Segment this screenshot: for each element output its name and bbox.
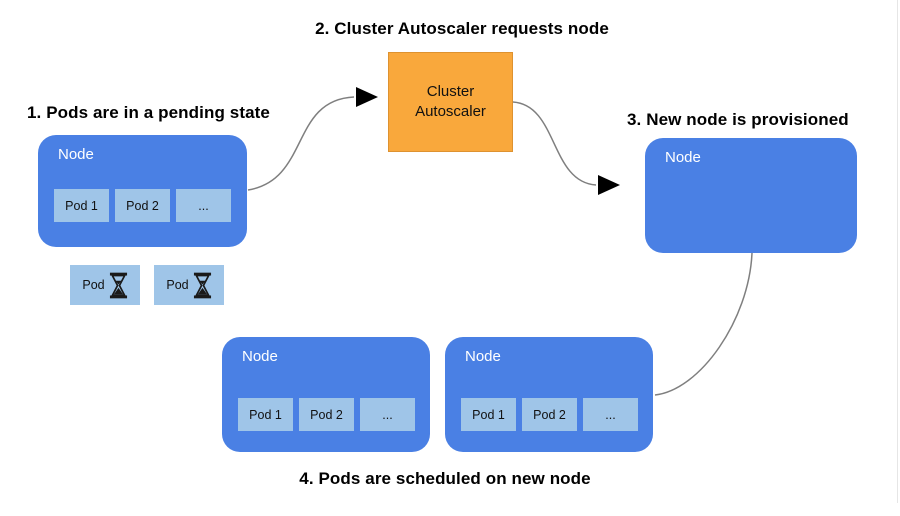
pod-box: Pod 2 [522, 398, 577, 431]
pods-row: Pod 1 Pod 2 ... [238, 398, 415, 431]
cluster-autoscaler-box: Cluster Autoscaler [388, 52, 513, 152]
node-scheduled-right: Node Pod 1 Pod 2 ... [445, 337, 653, 452]
node-title: Node [665, 149, 701, 166]
node-title: Node [242, 348, 278, 365]
connector-node3-to-nodeB [654, 252, 753, 396]
pending-pod: Pod [70, 265, 140, 305]
connector-autoscaler-to-node3 [512, 101, 597, 186]
node-pending-pods: Node Pod 1 Pod 2 ... [38, 135, 247, 247]
pods-row: Pod 1 Pod 2 ... [54, 189, 231, 222]
step-1-label: 1. Pods are in a pending state [27, 103, 270, 122]
pod-box: Pod 2 [115, 189, 170, 222]
page-right-border [897, 0, 898, 503]
pod-box: Pod 1 [238, 398, 293, 431]
step-4-label: 4. Pods are scheduled on new node [299, 469, 591, 488]
hourglass-icon [109, 272, 127, 298]
step-2-label: 2. Cluster Autoscaler requests node [315, 19, 609, 38]
cluster-autoscaler-label: Cluster Autoscaler [415, 83, 486, 120]
pods-row: Pod 1 Pod 2 ... [461, 398, 638, 431]
arrowhead-into-autoscaler [356, 87, 378, 107]
pending-pod: Pod [154, 265, 224, 305]
pending-pod-label: Pod [166, 278, 189, 292]
node-new-provisioned: Node [645, 138, 857, 253]
hourglass-icon [193, 272, 211, 298]
node-scheduled-left: Node Pod 1 Pod 2 ... [222, 337, 430, 452]
step-3-label: 3. New node is provisioned [627, 110, 849, 129]
pod-box: ... [176, 189, 231, 222]
arrowhead-into-node3 [598, 175, 620, 195]
pod-box: ... [583, 398, 638, 431]
node-title: Node [58, 146, 94, 163]
pod-box: ... [360, 398, 415, 431]
pod-box: Pod 1 [461, 398, 516, 431]
pending-pod-label: Pod [82, 278, 105, 292]
pod-box: Pod 2 [299, 398, 354, 431]
pod-box: Pod 1 [54, 189, 109, 222]
node-title: Node [465, 348, 501, 365]
